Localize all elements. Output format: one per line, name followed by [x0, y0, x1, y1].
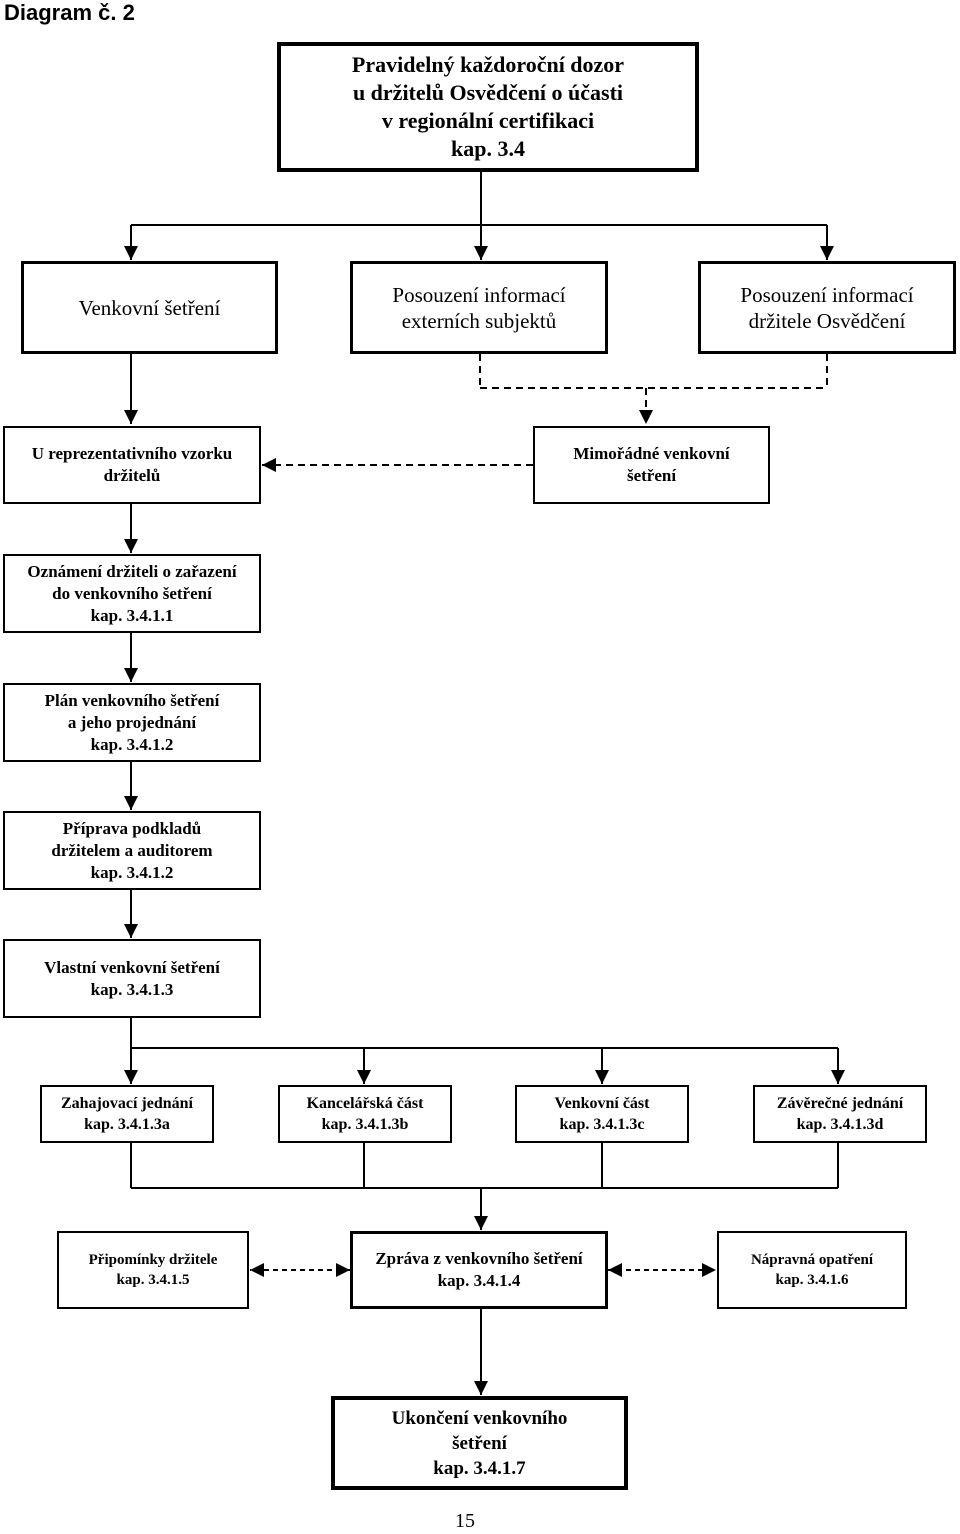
node-zaverecne: Závěrečné jednání kap. 3.4.1.3d: [753, 1085, 927, 1143]
node-napravna: Nápravná opatření kap. 3.4.1.6: [717, 1231, 907, 1309]
diagram-title: Diagram č. 2: [4, 0, 135, 25]
node-top: Pravidelný každoroční dozor u držitelů O…: [277, 42, 699, 172]
node-venkovni-cast: Venkovní část kap. 3.4.1.3c: [515, 1085, 689, 1143]
node-venkovni-setreni: Venkovní šetření: [21, 261, 278, 354]
node-zprava: Zpráva z venkovního šetření kap. 3.4.1.4: [350, 1231, 608, 1309]
node-pripominky: Připomínky držitele kap. 3.4.1.5: [57, 1231, 249, 1309]
node-posouzeni-drzitele: Posouzení informací držitele Osvědčení: [698, 261, 956, 354]
page-number: 15: [455, 1510, 475, 1532]
node-plan: Plán venkovního šetření a jeho projednán…: [3, 683, 261, 762]
node-oznameni: Oznámení držiteli o zařazení do venkovní…: [3, 554, 261, 633]
node-reprezentativni-vzorek: U reprezentativního vzorku držitelů: [3, 426, 261, 504]
node-mimoradne: Mimořádné venkovní šetření: [533, 426, 770, 504]
node-ukonceni: Ukončení venkovního šetření kap. 3.4.1.7: [331, 1396, 628, 1490]
node-priprava: Příprava podkladů držitelem a auditorem …: [3, 811, 261, 890]
node-zahajovaci: Zahajovací jednání kap. 3.4.1.3a: [40, 1085, 214, 1143]
node-vlastni: Vlastní venkovní šetření kap. 3.4.1.3: [3, 939, 261, 1018]
node-posouzeni-externich: Posouzení informací externích subjektů: [350, 261, 608, 354]
node-kancelarska: Kancelářská část kap. 3.4.1.3b: [278, 1085, 452, 1143]
